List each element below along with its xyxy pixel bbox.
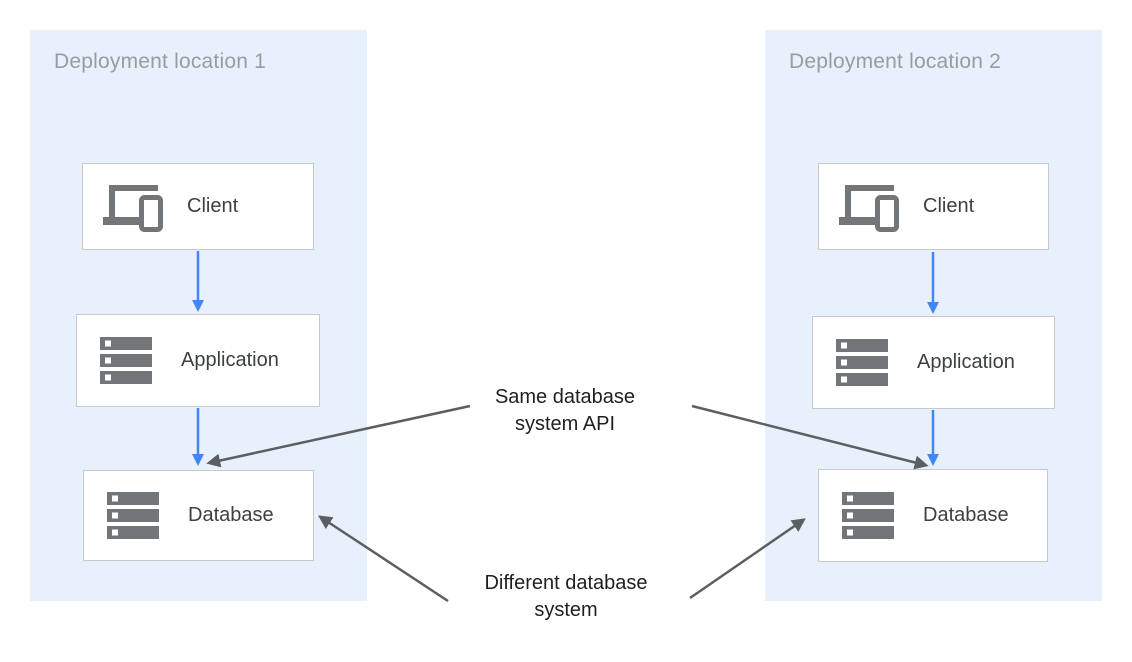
client-devices-icon — [101, 182, 163, 232]
node-label: Application — [917, 351, 1015, 373]
server-stack-icon — [95, 337, 157, 384]
client-devices-icon — [837, 182, 899, 232]
node-label: Application — [181, 349, 279, 371]
node-application-2: Application — [812, 316, 1055, 409]
annotation-same-api: Same database system API — [455, 384, 675, 438]
node-label: Client — [187, 195, 239, 217]
node-database-2: Database — [818, 469, 1048, 562]
annotation-line: system — [534, 599, 598, 621]
node-label: Database — [923, 504, 1009, 526]
panel-title: Deployment location 1 — [54, 50, 266, 73]
node-application-1: Application — [76, 314, 320, 407]
server-stack-icon — [831, 339, 893, 386]
panel-title: Deployment location 2 — [789, 50, 1001, 73]
server-stack-icon — [837, 492, 899, 539]
node-client-1: Client — [82, 163, 314, 250]
annotation-line: Different database — [484, 572, 648, 594]
node-database-1: Database — [83, 470, 314, 561]
node-label: Client — [923, 195, 975, 217]
node-label: Database — [188, 504, 274, 526]
server-stack-icon — [102, 492, 164, 539]
node-client-2: Client — [818, 163, 1049, 250]
annotation-line: Same database — [494, 386, 636, 408]
annotation-line: system API — [514, 413, 616, 435]
annotation-different-system: Different database system — [456, 570, 676, 624]
